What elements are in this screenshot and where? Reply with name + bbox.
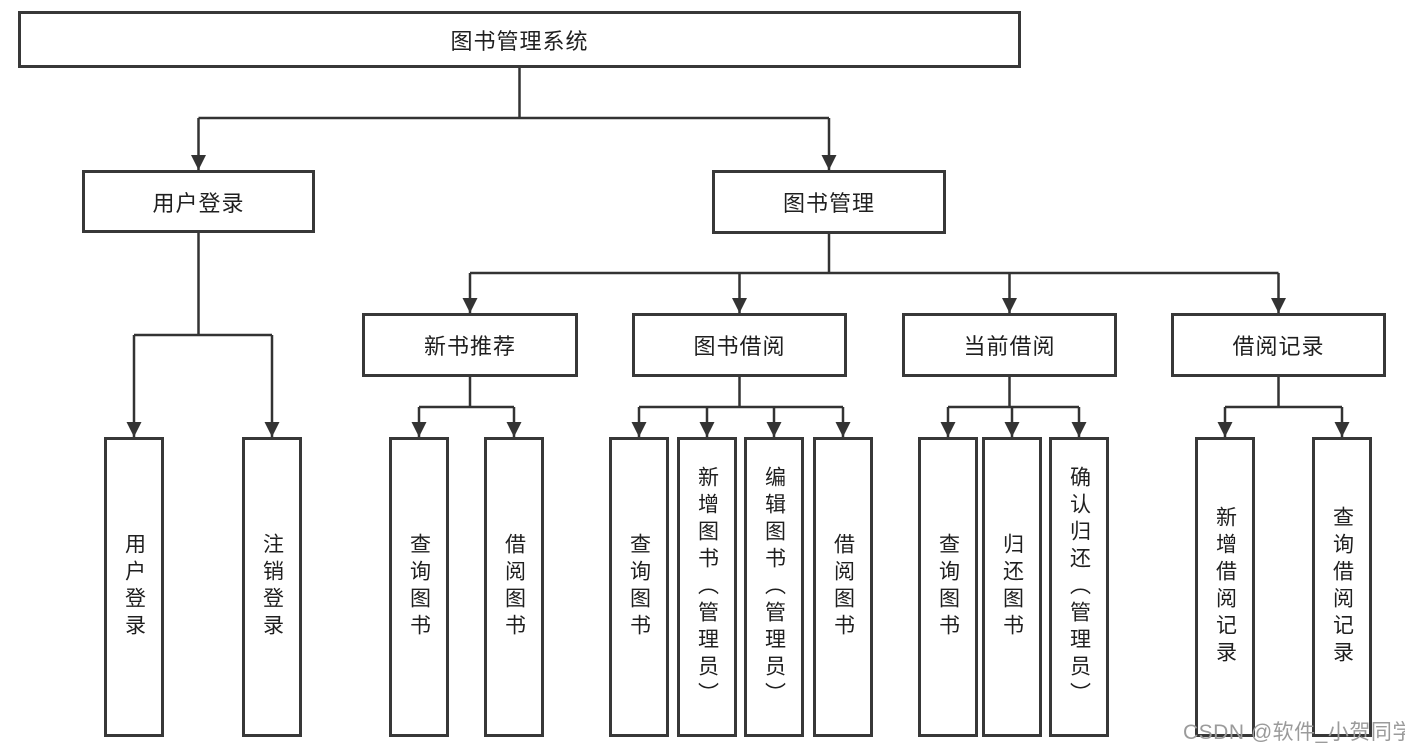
node-book-borrowing: 图书借阅 — [632, 313, 847, 377]
leaf-recommend-borrow-books: 借阅图书 — [484, 437, 544, 737]
node-book-management: 图书管理 — [712, 170, 946, 234]
node-label: 查询图书 — [407, 533, 431, 641]
node-user-login: 用户登录 — [82, 170, 315, 233]
leaf-current-query-books: 查询图书 — [918, 437, 978, 737]
node-label: 归还图书 — [1000, 533, 1024, 641]
node-label: 新增图书（管理员） — [695, 465, 719, 709]
node-label: 查询图书 — [627, 533, 651, 641]
node-label: 用户登录 — [122, 533, 146, 641]
node-label: 编辑图书（管理员） — [762, 465, 786, 709]
csdn-watermark: CSDN @软件_小贺同学 — [1183, 721, 1405, 744]
node-label: 用户登录 — [152, 190, 245, 216]
leaf-logout: 注销登录 — [242, 437, 302, 737]
leaf-query-borrow-record: 查询借阅记录 — [1312, 437, 1372, 737]
node-label: 借阅图书 — [502, 533, 526, 641]
node-label: 当前借阅 — [963, 334, 1056, 359]
node-new-book-recommend: 新书推荐 — [362, 313, 578, 377]
node-label: 新书推荐 — [423, 334, 516, 359]
tree-edges — [126, 68, 1350, 437]
node-label: 注销登录 — [260, 533, 284, 641]
node-label: 借阅图书 — [831, 533, 855, 641]
leaf-user-login: 用户登录 — [104, 437, 164, 737]
node-label: 图书管理 — [782, 191, 875, 216]
leaf-add-books-admin: 新增图书（管理员） — [677, 437, 737, 737]
leaf-return-books: 归还图书 — [982, 437, 1042, 737]
node-current-borrowing: 当前借阅 — [902, 313, 1117, 377]
node-label: 图书管理系统 — [450, 28, 589, 54]
leaf-recommend-query-books: 查询图书 — [389, 437, 449, 737]
node-label: 查询借阅记录 — [1330, 506, 1354, 668]
leaf-borrowing-query-books: 查询图书 — [609, 437, 669, 737]
node-label: 图书借阅 — [693, 334, 786, 359]
leaf-confirm-return-admin: 确认归还（管理员） — [1049, 437, 1109, 737]
leaf-edit-books-admin: 编辑图书（管理员） — [744, 437, 804, 737]
leaf-borrowing-borrow-books: 借阅图书 — [813, 437, 873, 737]
leaf-add-borrow-record: 新增借阅记录 — [1195, 437, 1255, 737]
node-label: 确认归还（管理员） — [1067, 465, 1091, 709]
node-label: 查询图书 — [936, 533, 960, 641]
node-label: 借阅记录 — [1232, 334, 1325, 359]
node-borrowing-records: 借阅记录 — [1171, 313, 1386, 377]
node-label: 新增借阅记录 — [1213, 506, 1237, 668]
node-library-management-system: 图书管理系统 — [18, 11, 1021, 68]
